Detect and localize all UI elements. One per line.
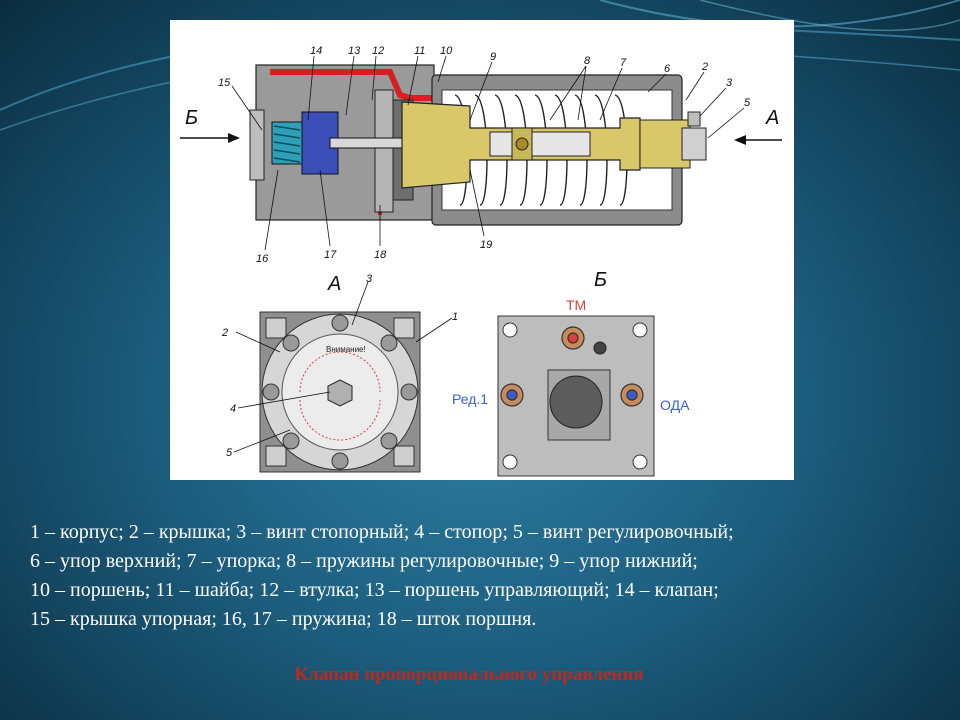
part-number: 15 [218, 77, 231, 89]
part-number: 19 [480, 239, 492, 251]
slide-title: Клапан пропорционального управления [294, 664, 644, 685]
part-number: 8 [584, 55, 591, 67]
view-b: Б ТМ Ред.1 ОДА [452, 269, 690, 477]
part-number: 5 [226, 447, 233, 459]
part-number: 12 [372, 45, 384, 57]
legend-line: 6 – упор верхний; 7 – упорка; 8 – пружин… [30, 550, 698, 572]
main-section: Б А [180, 45, 782, 265]
legend-line: 1 – корпус; 2 – крышка; 3 – винт стопорн… [30, 521, 734, 543]
part-number: 6 [664, 63, 671, 75]
part-number: 9 [490, 51, 496, 63]
part-number: 10 [440, 45, 453, 57]
part-number: 4 [230, 403, 236, 415]
part-number: 13 [348, 45, 361, 57]
part-number: 2 [701, 61, 708, 73]
part-number: 2 [221, 327, 228, 339]
part-number: 18 [374, 249, 387, 261]
part-number: 14 [310, 45, 322, 57]
valve-drawing: Б А [170, 20, 794, 480]
part-number: 1 [452, 311, 458, 323]
view-a: А Внимание! [221, 273, 458, 473]
cap-warning: Внимание! [326, 345, 366, 354]
view-a-title: А [327, 273, 341, 295]
part-number: 5 [744, 97, 751, 109]
view-label-b: Б [185, 107, 198, 129]
part-number: 3 [366, 273, 373, 285]
part-number: 16 [256, 253, 269, 265]
parts-legend: 1 – корпус; 2 – крышка; 3 – винт стопорн… [30, 518, 940, 634]
view-label-a: А [765, 107, 779, 129]
port-oda: ОДА [660, 397, 690, 413]
part-number: 7 [620, 57, 627, 69]
port-tm: ТМ [566, 297, 586, 313]
port-red1: Ред.1 [452, 391, 488, 407]
legend-line: 15 – крышка упорная; 16, 17 – пружина; 1… [30, 608, 537, 630]
view-b-title: Б [594, 269, 607, 291]
legend-line: 10 – поршень; 11 – шайба; 12 – втулка; 1… [30, 579, 719, 601]
part-number: 3 [726, 77, 733, 89]
part-number: 11 [414, 45, 425, 57]
part-number: 17 [324, 249, 337, 261]
